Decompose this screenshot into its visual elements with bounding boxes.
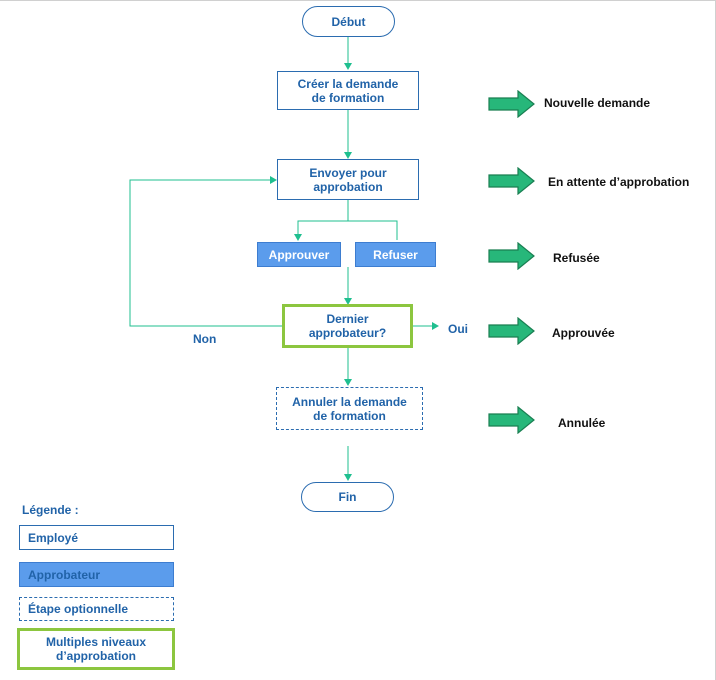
last-approver-decision: Dernier approbateur? <box>282 304 413 348</box>
status-pending: En attente d’approbation <box>548 175 690 189</box>
legend-employee: Employé <box>19 525 174 550</box>
status-arrow-refused <box>488 242 535 270</box>
legend-approver: Approbateur <box>19 562 174 587</box>
cancel-request-step: Annuler la demande de formation <box>276 387 423 430</box>
create-request-step: Créer la demande de formation <box>277 71 419 110</box>
edge-label-yes: Oui <box>448 322 468 336</box>
refuse-step: Refuser <box>355 242 436 267</box>
top-border <box>0 0 716 1</box>
status-refused: Refusée <box>553 251 600 265</box>
end-node: Fin <box>301 482 394 512</box>
approve-step: Approuver <box>257 242 341 267</box>
send-for-approval-step: Envoyer pour approbation <box>277 159 419 200</box>
status-arrow-approved <box>488 317 535 345</box>
edge-send-refuse <box>348 220 398 240</box>
status-arrow-pending <box>488 167 535 195</box>
status-approved: Approuvée <box>552 326 615 340</box>
start-node: Début <box>302 6 395 37</box>
status-arrow-new <box>488 90 535 118</box>
status-new: Nouvelle demande <box>544 96 651 110</box>
edge-send-split <box>294 200 349 241</box>
legend-optional: Étape optionnelle <box>19 597 174 621</box>
edge-label-no: Non <box>193 332 217 346</box>
legend-multi-level: Multiples niveaux d’approbation <box>17 628 175 670</box>
legend-title: Légende : <box>22 503 79 517</box>
status-cancelled: Annulée <box>558 416 606 430</box>
edge-last-send-loop <box>129 176 282 327</box>
status-arrow-cancelled <box>488 406 535 434</box>
